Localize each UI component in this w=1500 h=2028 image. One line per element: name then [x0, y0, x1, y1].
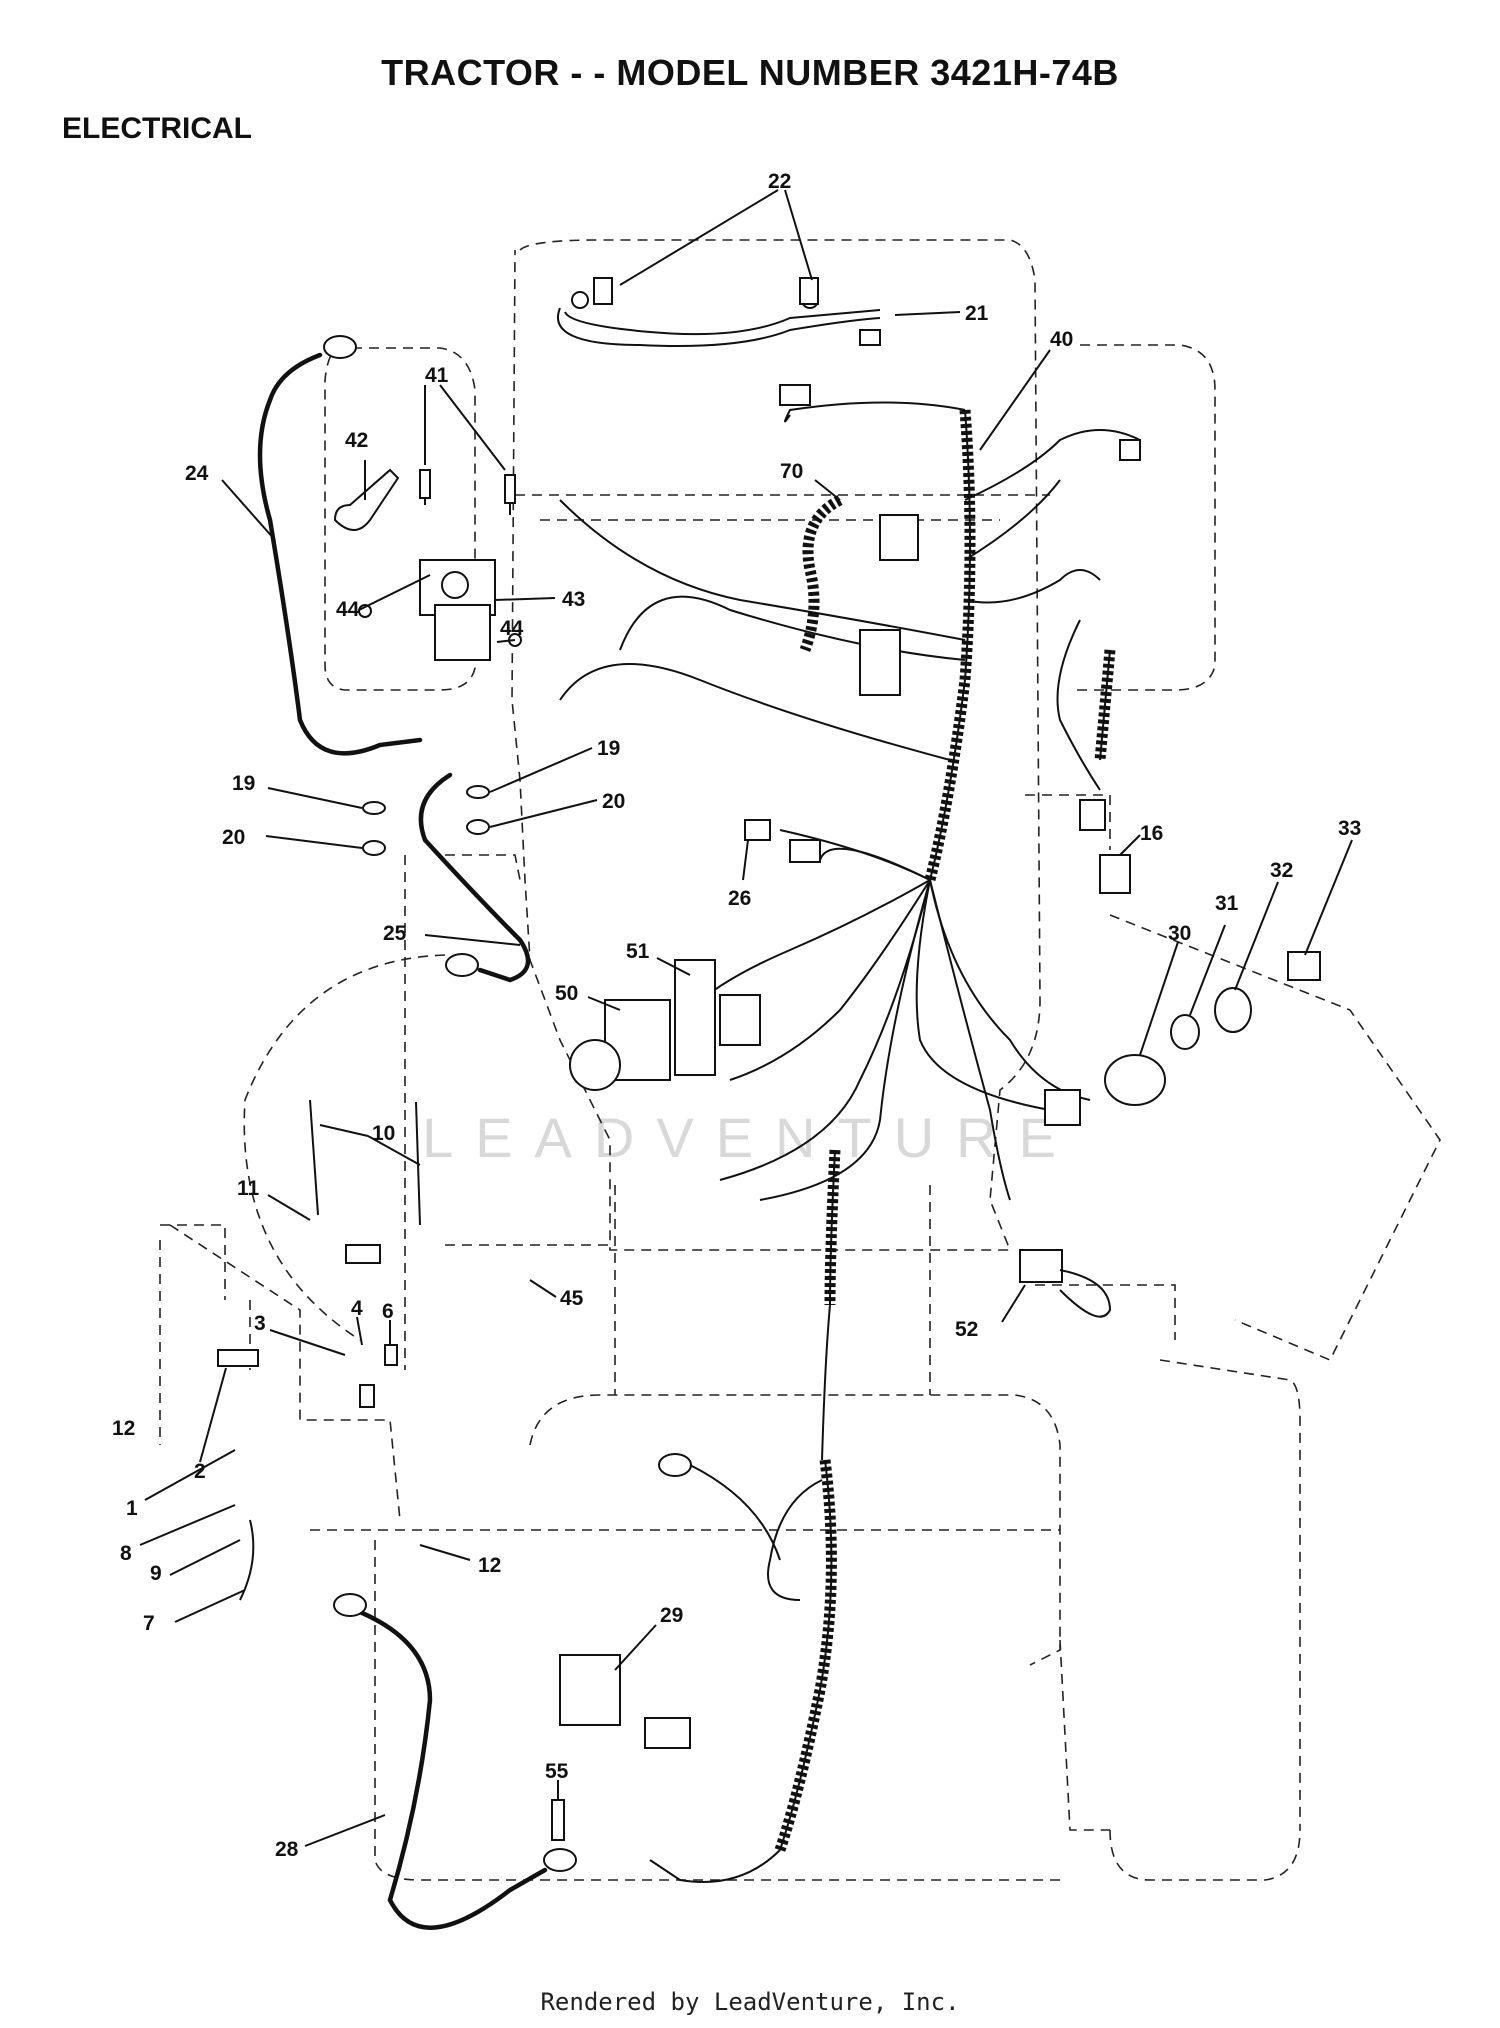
wiring-harness-40: [559, 401, 1141, 1883]
plug-22a: [593, 277, 613, 305]
callout-11: 11: [237, 1177, 260, 1200]
cable-24: [257, 352, 423, 756]
callout-7: 7: [143, 1612, 155, 1635]
section-label: ELECTRICAL: [62, 112, 252, 145]
solenoid-43: [419, 559, 496, 661]
callout-12-right: 12: [478, 1554, 501, 1577]
callout-8: 8: [120, 1542, 132, 1565]
callout-20-right: 20: [602, 790, 625, 813]
watermark: LEADVENTURE: [422, 1106, 1078, 1169]
callout-21: 21: [965, 302, 989, 325]
callout-3: 3: [254, 1312, 266, 1335]
footer-credit: Rendered by LeadVenture, Inc.: [540, 1988, 960, 2016]
callout-31: 31: [1215, 892, 1239, 915]
callout-6: 6: [382, 1300, 394, 1323]
screw-55: [551, 1799, 565, 1841]
callouts: 22 21 40 41 42 24 70 43 44 44 19 19 20 2…: [112, 170, 1361, 1861]
callout-32: 32: [1270, 859, 1293, 882]
callout-2: 2: [194, 1460, 206, 1483]
bolt-10a: [309, 1099, 319, 1216]
callout-24: 24: [185, 462, 209, 485]
callout-51: 51: [626, 940, 650, 963]
callout-70: 70: [780, 460, 803, 483]
callout-40: 40: [1050, 328, 1073, 351]
cable-25: [418, 772, 531, 983]
callout-55: 55: [545, 1760, 569, 1783]
nut-31: [1170, 1014, 1200, 1050]
callout-30: 30: [1168, 922, 1191, 945]
frame-outlines: [159, 239, 1441, 1881]
callout-28: 28: [275, 1838, 299, 1861]
callout-26: 26: [728, 887, 751, 910]
callout-12-left: 12: [112, 1417, 135, 1440]
callout-4: 4: [351, 1297, 363, 1320]
callout-19-right: 19: [597, 737, 620, 760]
harness-21: [557, 291, 881, 406]
fuse-26: [744, 819, 771, 841]
callout-25: 25: [383, 922, 407, 945]
callout-16: 16: [1140, 822, 1163, 845]
cable-28: [352, 1607, 548, 1930]
callout-45: 45: [560, 1287, 584, 1310]
ignition-30: [1044, 1054, 1166, 1126]
callout-29: 29: [660, 1604, 683, 1627]
callout-44-left: 44: [336, 598, 360, 621]
key-33: [1287, 951, 1321, 981]
callout-44-right: 44: [500, 617, 524, 640]
callout-19-left: 19: [232, 772, 255, 795]
callout-42: 42: [345, 429, 368, 452]
callout-20-left: 20: [222, 826, 245, 849]
plug-52: [1019, 1249, 1063, 1283]
leader-lines: [139, 189, 1353, 1847]
bolt-2: [217, 1349, 259, 1367]
bezel-51: [674, 959, 716, 1076]
callout-1: 1: [126, 1497, 138, 1520]
page-title: TRACTOR - - MODEL NUMBER 3421H-74B: [381, 52, 1119, 93]
callout-50: 50: [555, 982, 578, 1005]
callout-33: 33: [1338, 817, 1361, 840]
callout-52: 52: [955, 1318, 978, 1341]
relay-70: [799, 495, 919, 696]
bezel-32: [1214, 987, 1252, 1033]
boot-42: [333, 468, 400, 531]
callout-22: 22: [768, 170, 791, 193]
callout-10: 10: [372, 1122, 395, 1145]
switch-50: [569, 999, 671, 1091]
callout-9: 9: [150, 1562, 162, 1585]
switch-29: [559, 1654, 621, 1726]
plug-22b: [799, 277, 819, 305]
relay-16: [1099, 854, 1131, 894]
callout-43: 43: [562, 588, 585, 611]
callout-41: 41: [425, 364, 449, 387]
